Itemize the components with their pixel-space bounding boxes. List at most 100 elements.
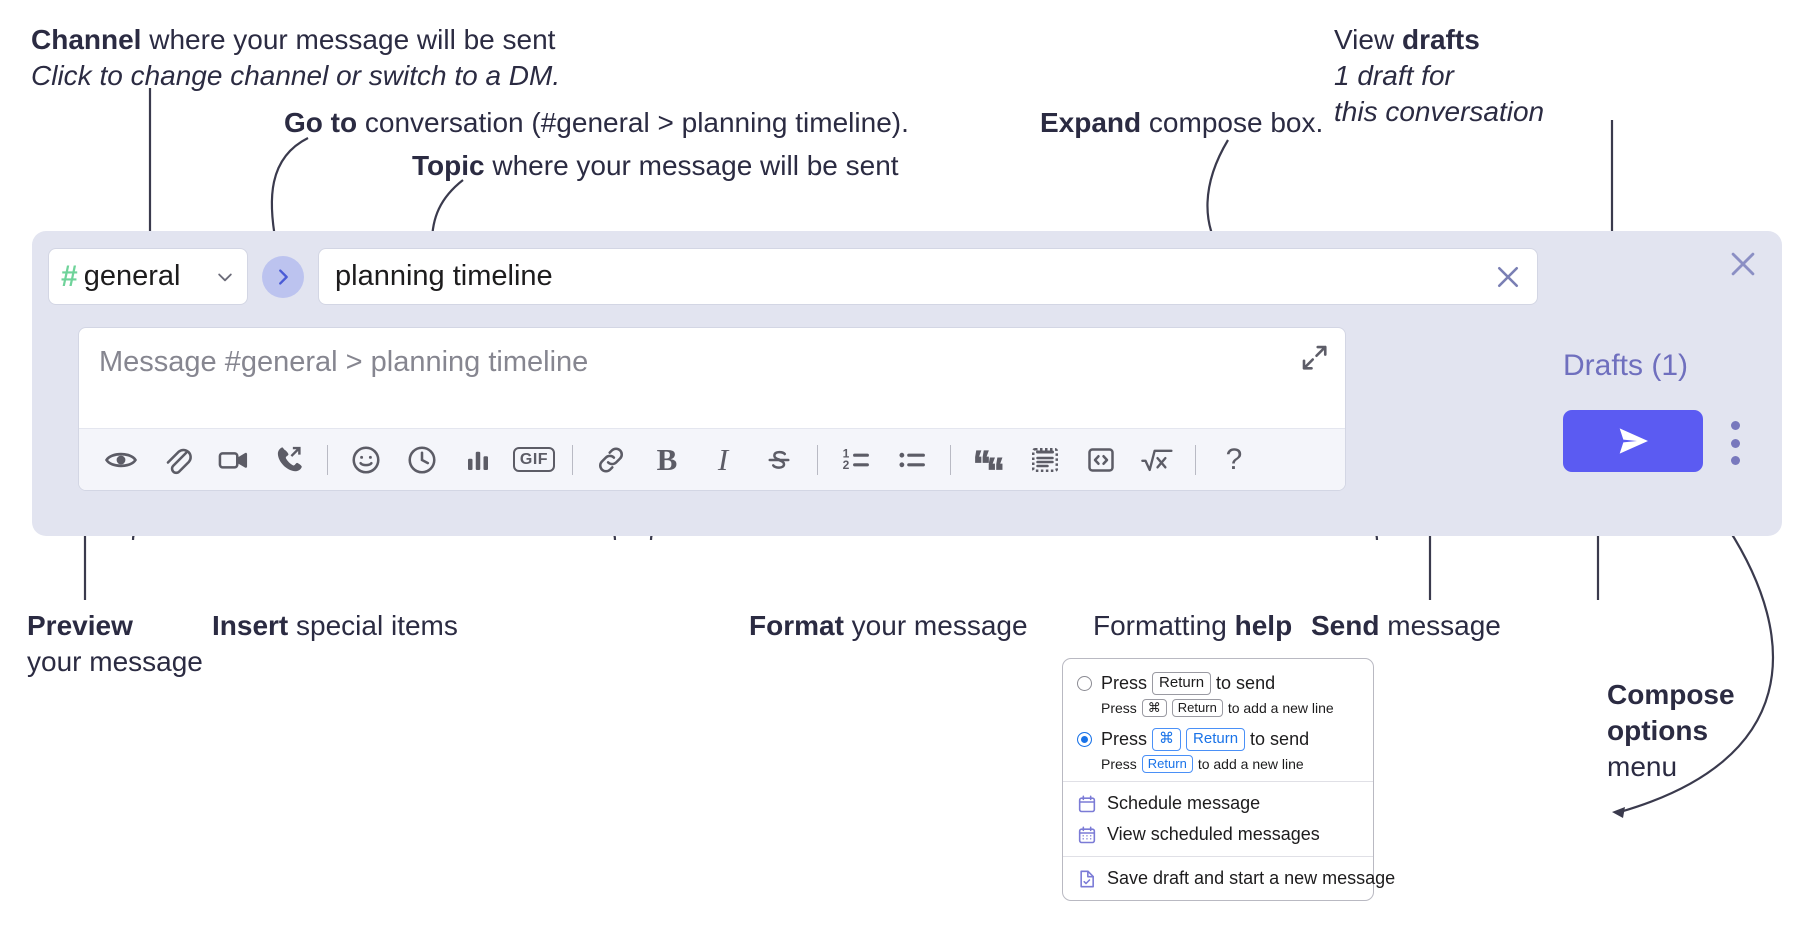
- annotation-goto-bold: Go to: [284, 107, 358, 138]
- opt2-main-post: to send: [1250, 728, 1310, 749]
- menu-option-cmd-return-to-send[interactable]: Press ⌘ Return to send: [1063, 725, 1373, 751]
- calendar-schedule-icon: [1077, 794, 1097, 814]
- goto-conversation-button[interactable]: [262, 255, 304, 298]
- annotation-formatting-help: Formatting help: [1093, 608, 1292, 644]
- phone-forward-icon[interactable]: [261, 437, 317, 483]
- expand-diagonal-icon[interactable]: [1299, 342, 1329, 372]
- help-question-icon[interactable]: ?: [1206, 437, 1262, 483]
- channel-name: general: [83, 260, 181, 292]
- menu-option-1-sub: Press ⌘ Return to add a new line: [1101, 698, 1373, 717]
- strikethrough-icon[interactable]: [751, 437, 807, 483]
- annotation-channel-bold: Channel: [31, 24, 142, 55]
- bold-icon[interactable]: B: [639, 437, 695, 483]
- annotation-preview: Preview your message: [27, 608, 203, 680]
- italic-icon[interactable]: I: [695, 437, 751, 483]
- italic-label: I: [717, 441, 729, 477]
- opt1-sub-key-cmd: ⌘: [1141, 698, 1167, 717]
- opt2-sub-pre: Press: [1101, 755, 1137, 772]
- opt2-sub-key-return: Return: [1141, 754, 1193, 773]
- video-camera-icon[interactable]: [205, 437, 261, 483]
- help-label: ?: [1225, 442, 1243, 476]
- annotation-send-bold: Send: [1311, 610, 1380, 641]
- blockquote-icon[interactable]: [961, 437, 1017, 483]
- opt2-main-pre: Press: [1101, 728, 1148, 749]
- math-formula-icon[interactable]: [1129, 437, 1185, 483]
- annotation-channel-rest: where your message will be sent: [141, 24, 556, 55]
- annotation-format-bold: Format: [749, 610, 844, 641]
- menu-divider: [1063, 781, 1373, 782]
- topic-clear-close-icon[interactable]: [1493, 262, 1523, 292]
- compose-panel: # general planning timeline Message #gen…: [32, 231, 1782, 536]
- annotation-topic-rest: where your message will be sent: [484, 150, 899, 181]
- annotation-expand-bold: Expand: [1040, 107, 1142, 138]
- annotation-drafts-sub1: 1 draft for: [1334, 59, 1454, 91]
- emoji-smiley-icon[interactable]: [338, 437, 394, 483]
- message-input-box[interactable]: Message #general > planning timeline: [78, 327, 1346, 491]
- menu-item-view-scheduled-messages[interactable]: View scheduled messages: [1063, 819, 1373, 850]
- ordered-list-icon[interactable]: 1 2: [828, 437, 884, 483]
- send-button[interactable]: [1563, 410, 1703, 472]
- annotation-help-pre: Formatting: [1093, 610, 1235, 641]
- annotation-compose-line3: menu: [1607, 750, 1678, 782]
- attachment-icon[interactable]: [149, 437, 205, 483]
- more-vertical-icon[interactable]: [1722, 421, 1748, 465]
- gif-icon[interactable]: GIF: [506, 437, 562, 483]
- opt1-main-post: to send: [1216, 672, 1276, 693]
- menu-divider: [1063, 856, 1373, 857]
- menu-item-label: View scheduled messages: [1107, 824, 1320, 844]
- bulleted-list-icon[interactable]: [884, 437, 940, 483]
- menu-option-return-to-send[interactable]: Press Return to send: [1063, 669, 1373, 695]
- send-paper-plane-icon: [1619, 428, 1648, 454]
- annotation-drafts-pre: View: [1334, 24, 1402, 55]
- opt1-main-pre: Press: [1101, 672, 1148, 693]
- bar-chart-icon[interactable]: [450, 437, 506, 483]
- hash-icon: #: [61, 259, 78, 293]
- chevron-down-icon: [215, 267, 235, 287]
- annotation-insert: Insert special items: [212, 608, 458, 644]
- menu-item-label: Schedule message: [1107, 793, 1261, 813]
- annotation-help-bold: help: [1234, 610, 1293, 641]
- annotation-preview-bold: Preview: [27, 610, 133, 641]
- topic-value: planning timeline: [335, 260, 553, 292]
- message-placeholder: Message #general > planning timeline: [99, 346, 589, 378]
- annotation-compose-line1: Compose: [1607, 679, 1735, 710]
- annotation-compose-line2: options: [1607, 714, 1709, 746]
- panel-close-icon[interactable]: [1726, 247, 1760, 281]
- opt2-key-cmd: ⌘: [1152, 728, 1182, 751]
- annotation-expand-rest: compose box.: [1141, 107, 1324, 138]
- annotation-drafts-bold: drafts: [1401, 24, 1480, 55]
- opt1-sub-key-return: Return: [1171, 698, 1223, 717]
- link-icon[interactable]: [583, 437, 639, 483]
- bold-label: B: [656, 441, 678, 477]
- opt2-key-return: Return: [1186, 728, 1246, 751]
- annotation-insert-rest: special items: [288, 610, 458, 641]
- toolbar-divider: [950, 444, 951, 475]
- annotation-format: Format your message: [749, 608, 1028, 644]
- annotation-send: Send message: [1311, 608, 1501, 644]
- preview-icon[interactable]: [93, 437, 149, 483]
- annotation-goto-rest: conversation (#general > planning timeli…: [357, 107, 909, 138]
- channel-selector[interactable]: # general: [48, 248, 248, 305]
- code-inline-icon[interactable]: [1073, 437, 1129, 483]
- radio-selected-icon[interactable]: [1077, 732, 1092, 747]
- annotation-channel: Channel where your message will be sent …: [31, 22, 560, 94]
- svg-text:1: 1: [843, 446, 850, 460]
- toolbar-divider: [1195, 444, 1196, 475]
- annotation-format-rest: your message: [843, 610, 1028, 641]
- radio-unselected-icon[interactable]: [1077, 676, 1092, 691]
- opt1-sub-pre: Press: [1101, 699, 1137, 716]
- save-draft-icon: [1077, 869, 1097, 889]
- drafts-link[interactable]: Drafts (1): [1563, 349, 1689, 382]
- topic-input[interactable]: planning timeline: [318, 248, 1538, 305]
- annotation-insert-bold: Insert: [212, 610, 289, 641]
- code-block-icon[interactable]: [1017, 437, 1073, 483]
- annotation-preview-line2: your message: [27, 645, 203, 677]
- clock-icon[interactable]: [394, 437, 450, 483]
- annotation-drafts: View drafts 1 draft for this conversatio…: [1334, 22, 1544, 129]
- menu-item-schedule-message[interactable]: Schedule message: [1063, 788, 1373, 819]
- menu-option-2-sub: Press Return to add a new line: [1101, 754, 1373, 773]
- annotation-goto: Go to conversation (#general > planning …: [284, 105, 909, 141]
- menu-item-save-draft[interactable]: Save draft and start a new message: [1063, 863, 1395, 894]
- opt2-sub-post: to add a new line: [1197, 755, 1304, 772]
- annotation-topic-bold: Topic: [412, 150, 485, 181]
